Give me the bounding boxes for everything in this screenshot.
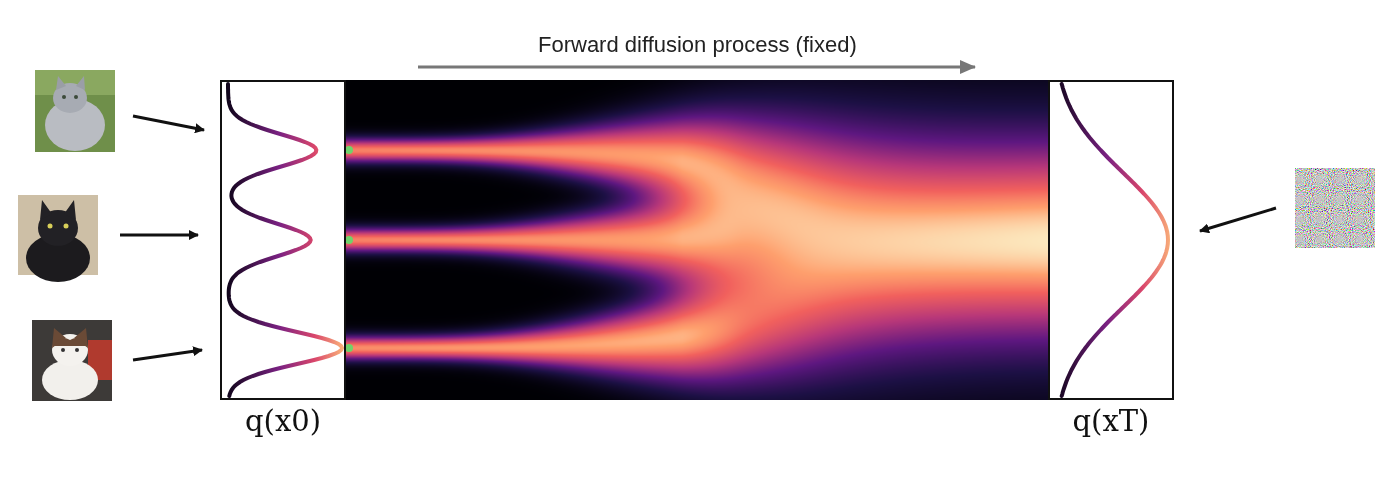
- pointer-arrow: [120, 234, 198, 237]
- cat-photo: [35, 70, 115, 152]
- distribution-box: q(x0): [220, 80, 346, 400]
- distribution-label: q(xT): [1050, 404, 1172, 438]
- distribution-label: q(x0): [222, 404, 344, 438]
- process-title: Forward diffusion process (fixed): [538, 32, 857, 58]
- density-curve: [228, 84, 342, 396]
- cat-photo: [18, 195, 98, 282]
- noise-image: [1295, 168, 1375, 248]
- sample-dot: [345, 344, 353, 352]
- density-heatmap: [346, 80, 1048, 400]
- density-curve: [1062, 84, 1168, 396]
- pointer-arrow: [1200, 208, 1276, 231]
- sample-dot: [345, 146, 353, 154]
- distribution-box: q(xT): [1048, 80, 1174, 400]
- pointer-arrow: [133, 350, 202, 360]
- pointer-arrow: [133, 116, 204, 130]
- process-arrow: [418, 66, 975, 69]
- cat-photo: [32, 320, 112, 401]
- sample-dot: [345, 236, 353, 244]
